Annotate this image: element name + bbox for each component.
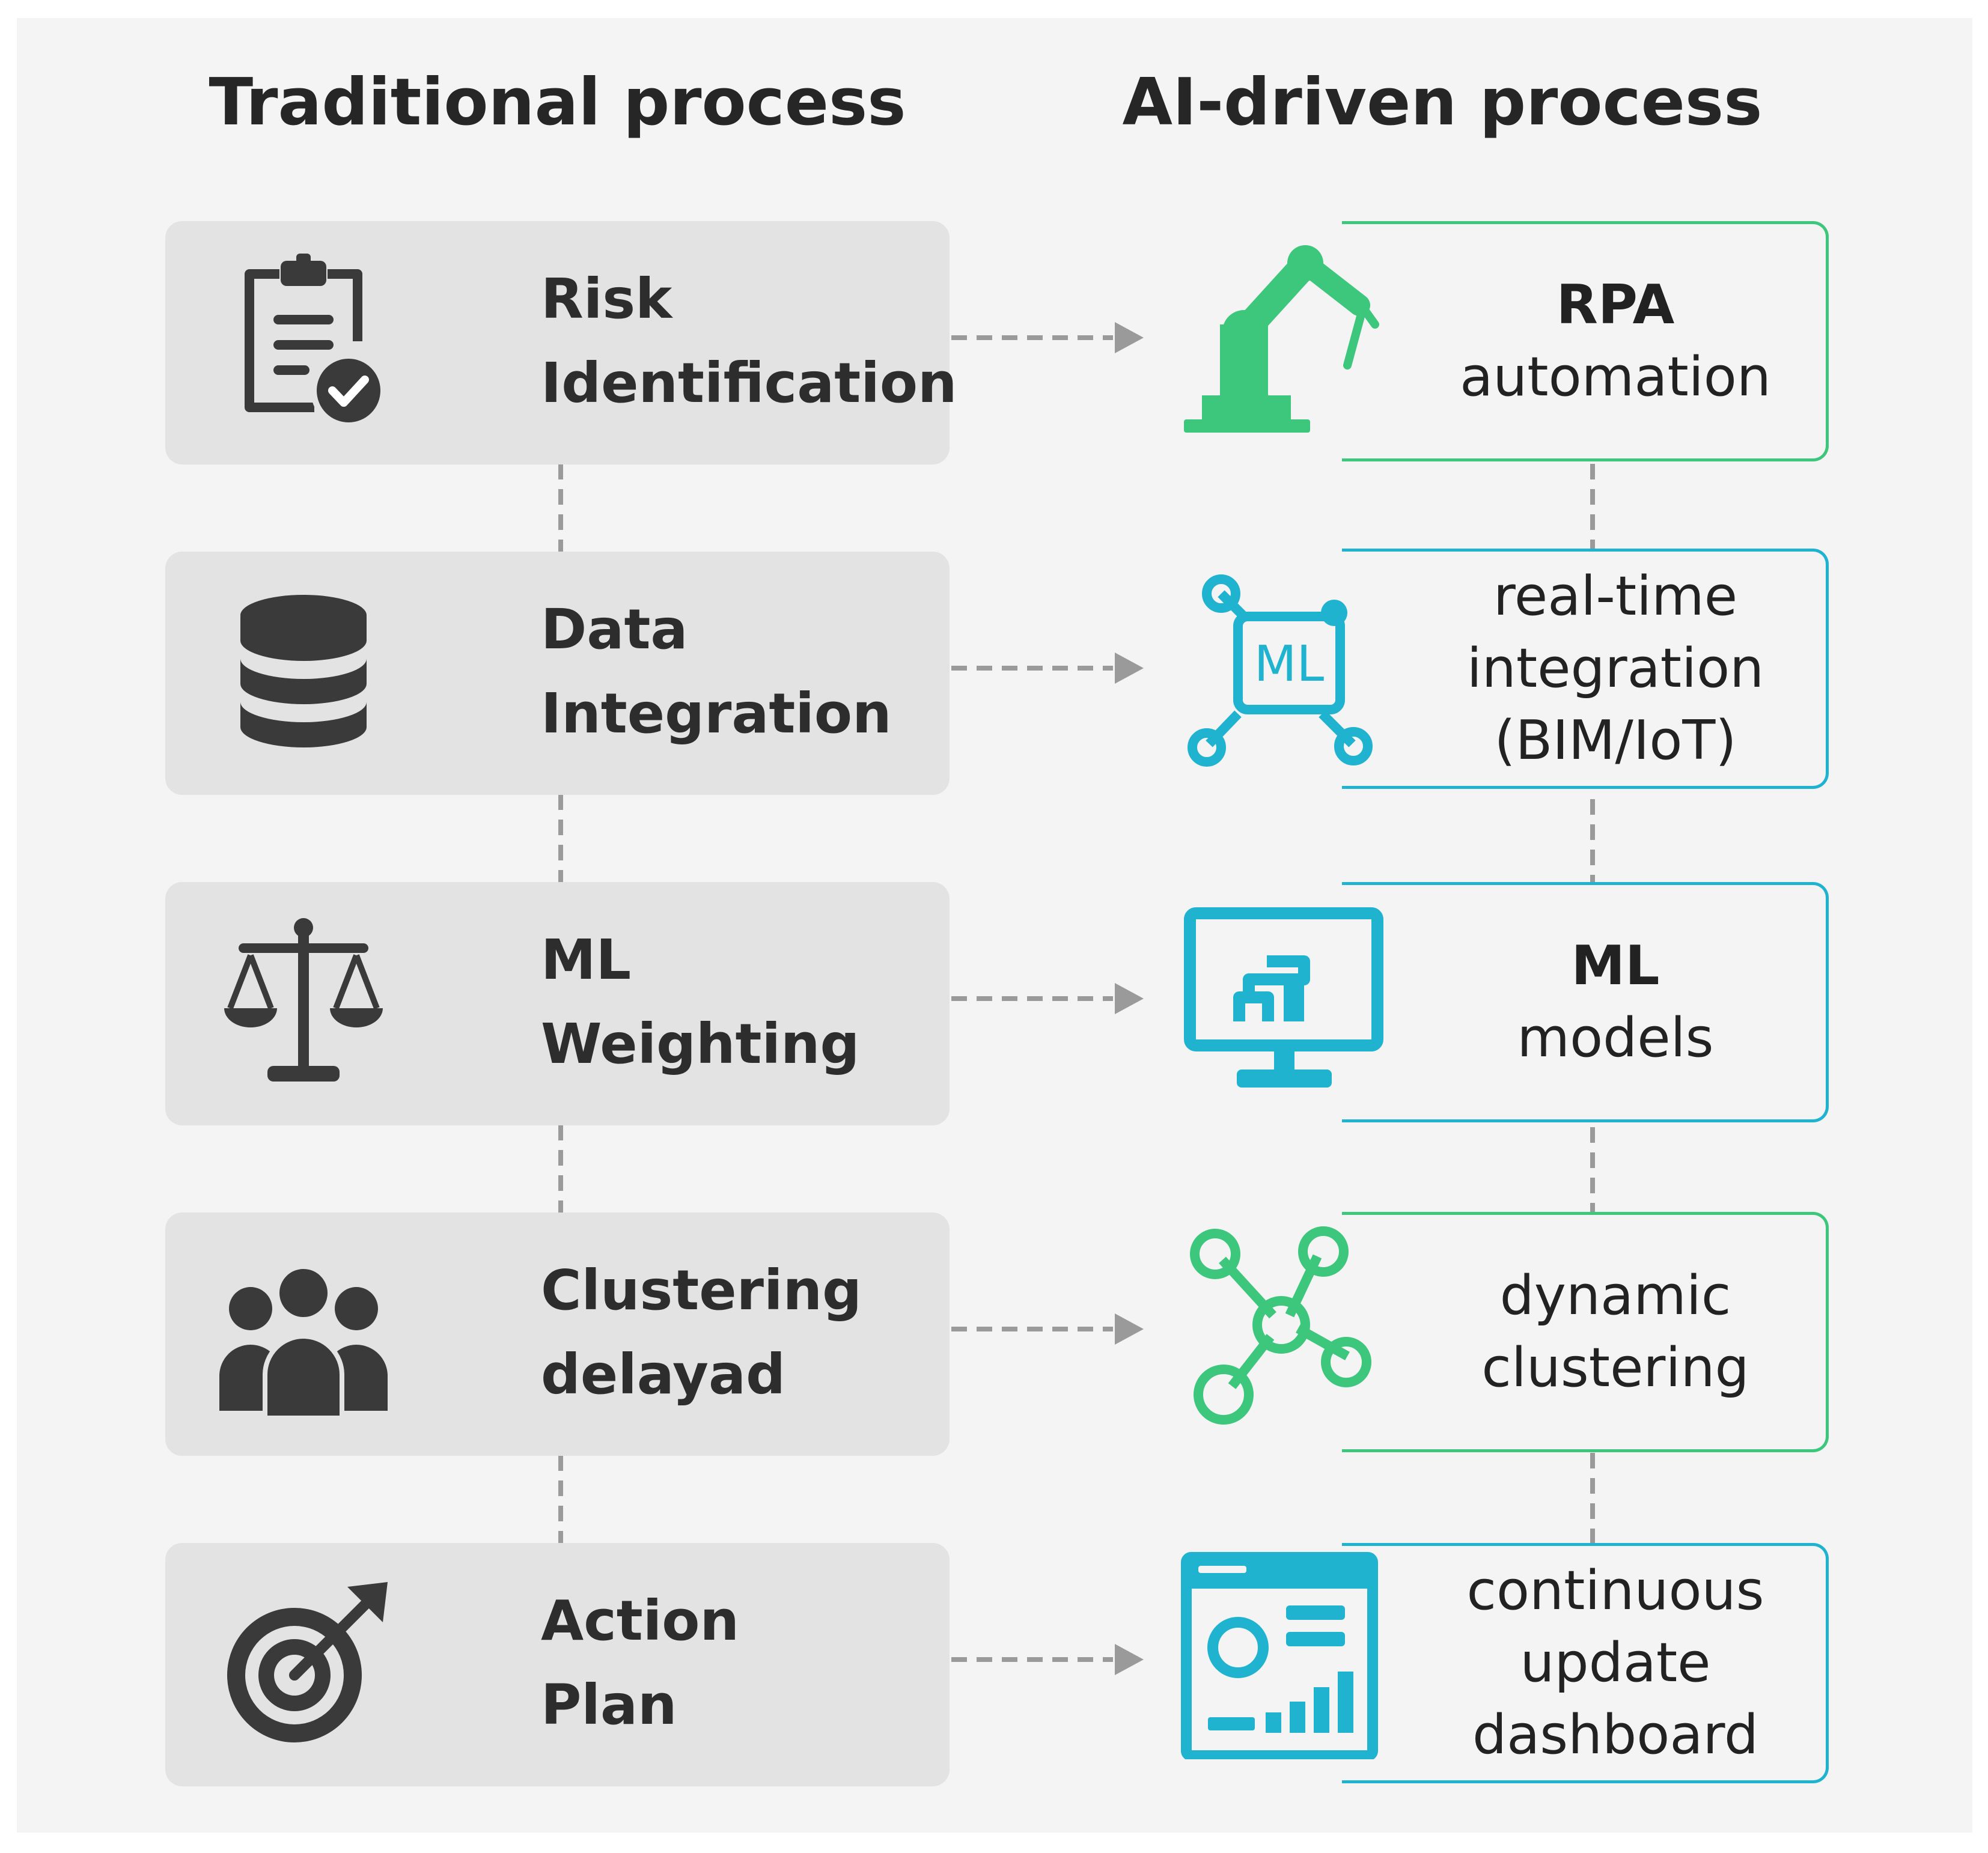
ai-step-label: ML models	[1517, 934, 1714, 1070]
flow-arrowhead-4	[1115, 1313, 1144, 1345]
cluster-nodes-icon	[1190, 1226, 1371, 1425]
ai-driven-process-title: AI-driven process	[1122, 64, 1763, 140]
ml-badge-text: ML	[1254, 636, 1325, 693]
ai-step-real-time-integration: real-time integration (BIM/IoT)	[1342, 549, 1829, 789]
flow-arrowhead-2	[1115, 653, 1144, 684]
flow-arrowhead-3	[1115, 983, 1144, 1014]
database-icon	[240, 595, 367, 747]
flow-arrowhead-5	[1115, 1644, 1144, 1675]
robot-arm-icon	[1184, 245, 1379, 433]
ai-step-label: continuous update dashboard	[1466, 1559, 1764, 1766]
people-group-icon	[219, 1264, 388, 1420]
step-risk-identification: Risk Identification	[165, 221, 957, 464]
flow-arrowhead-1	[1115, 322, 1144, 353]
ai-step-ml-models: ML models	[1342, 882, 1829, 1122]
ai-step-label: real-time integration (BIM/IoT)	[1466, 565, 1764, 772]
ai-step-dynamic-clustering: dynamic clustering	[1342, 1212, 1829, 1452]
step-label: Action Plan	[541, 1589, 739, 1737]
ai-step-continuous-update-dashboard: continuous update dashboard	[1342, 1543, 1829, 1783]
step-clustering-delayad: Clustering delayad	[165, 1213, 950, 1456]
step-data-integration: Data Integration	[165, 552, 950, 795]
ai-step-label: dynamic clustering	[1481, 1264, 1749, 1399]
dashboard-icon	[1181, 1552, 1378, 1759]
step-label: ML Weighting	[541, 928, 860, 1076]
step-ml-weighting: ML Weighting	[165, 882, 950, 1125]
target-arrow-icon	[227, 1582, 388, 1742]
monitor-chart-icon	[1184, 907, 1383, 1088]
clipboard-check-icon	[245, 254, 386, 428]
ml-network-icon: ML	[1188, 574, 1373, 767]
ai-step-label: RPA automation	[1460, 273, 1771, 409]
ai-step-rpa-automation: RPA automation	[1342, 221, 1829, 461]
step-label: Risk Identification	[541, 267, 957, 415]
scales-icon	[224, 918, 383, 1082]
step-label: Data Integration	[541, 597, 892, 746]
step-action-plan: Action Plan	[165, 1543, 950, 1786]
step-label: Clustering delayad	[541, 1258, 862, 1407]
traditional-process-title: Traditional process	[209, 64, 906, 140]
